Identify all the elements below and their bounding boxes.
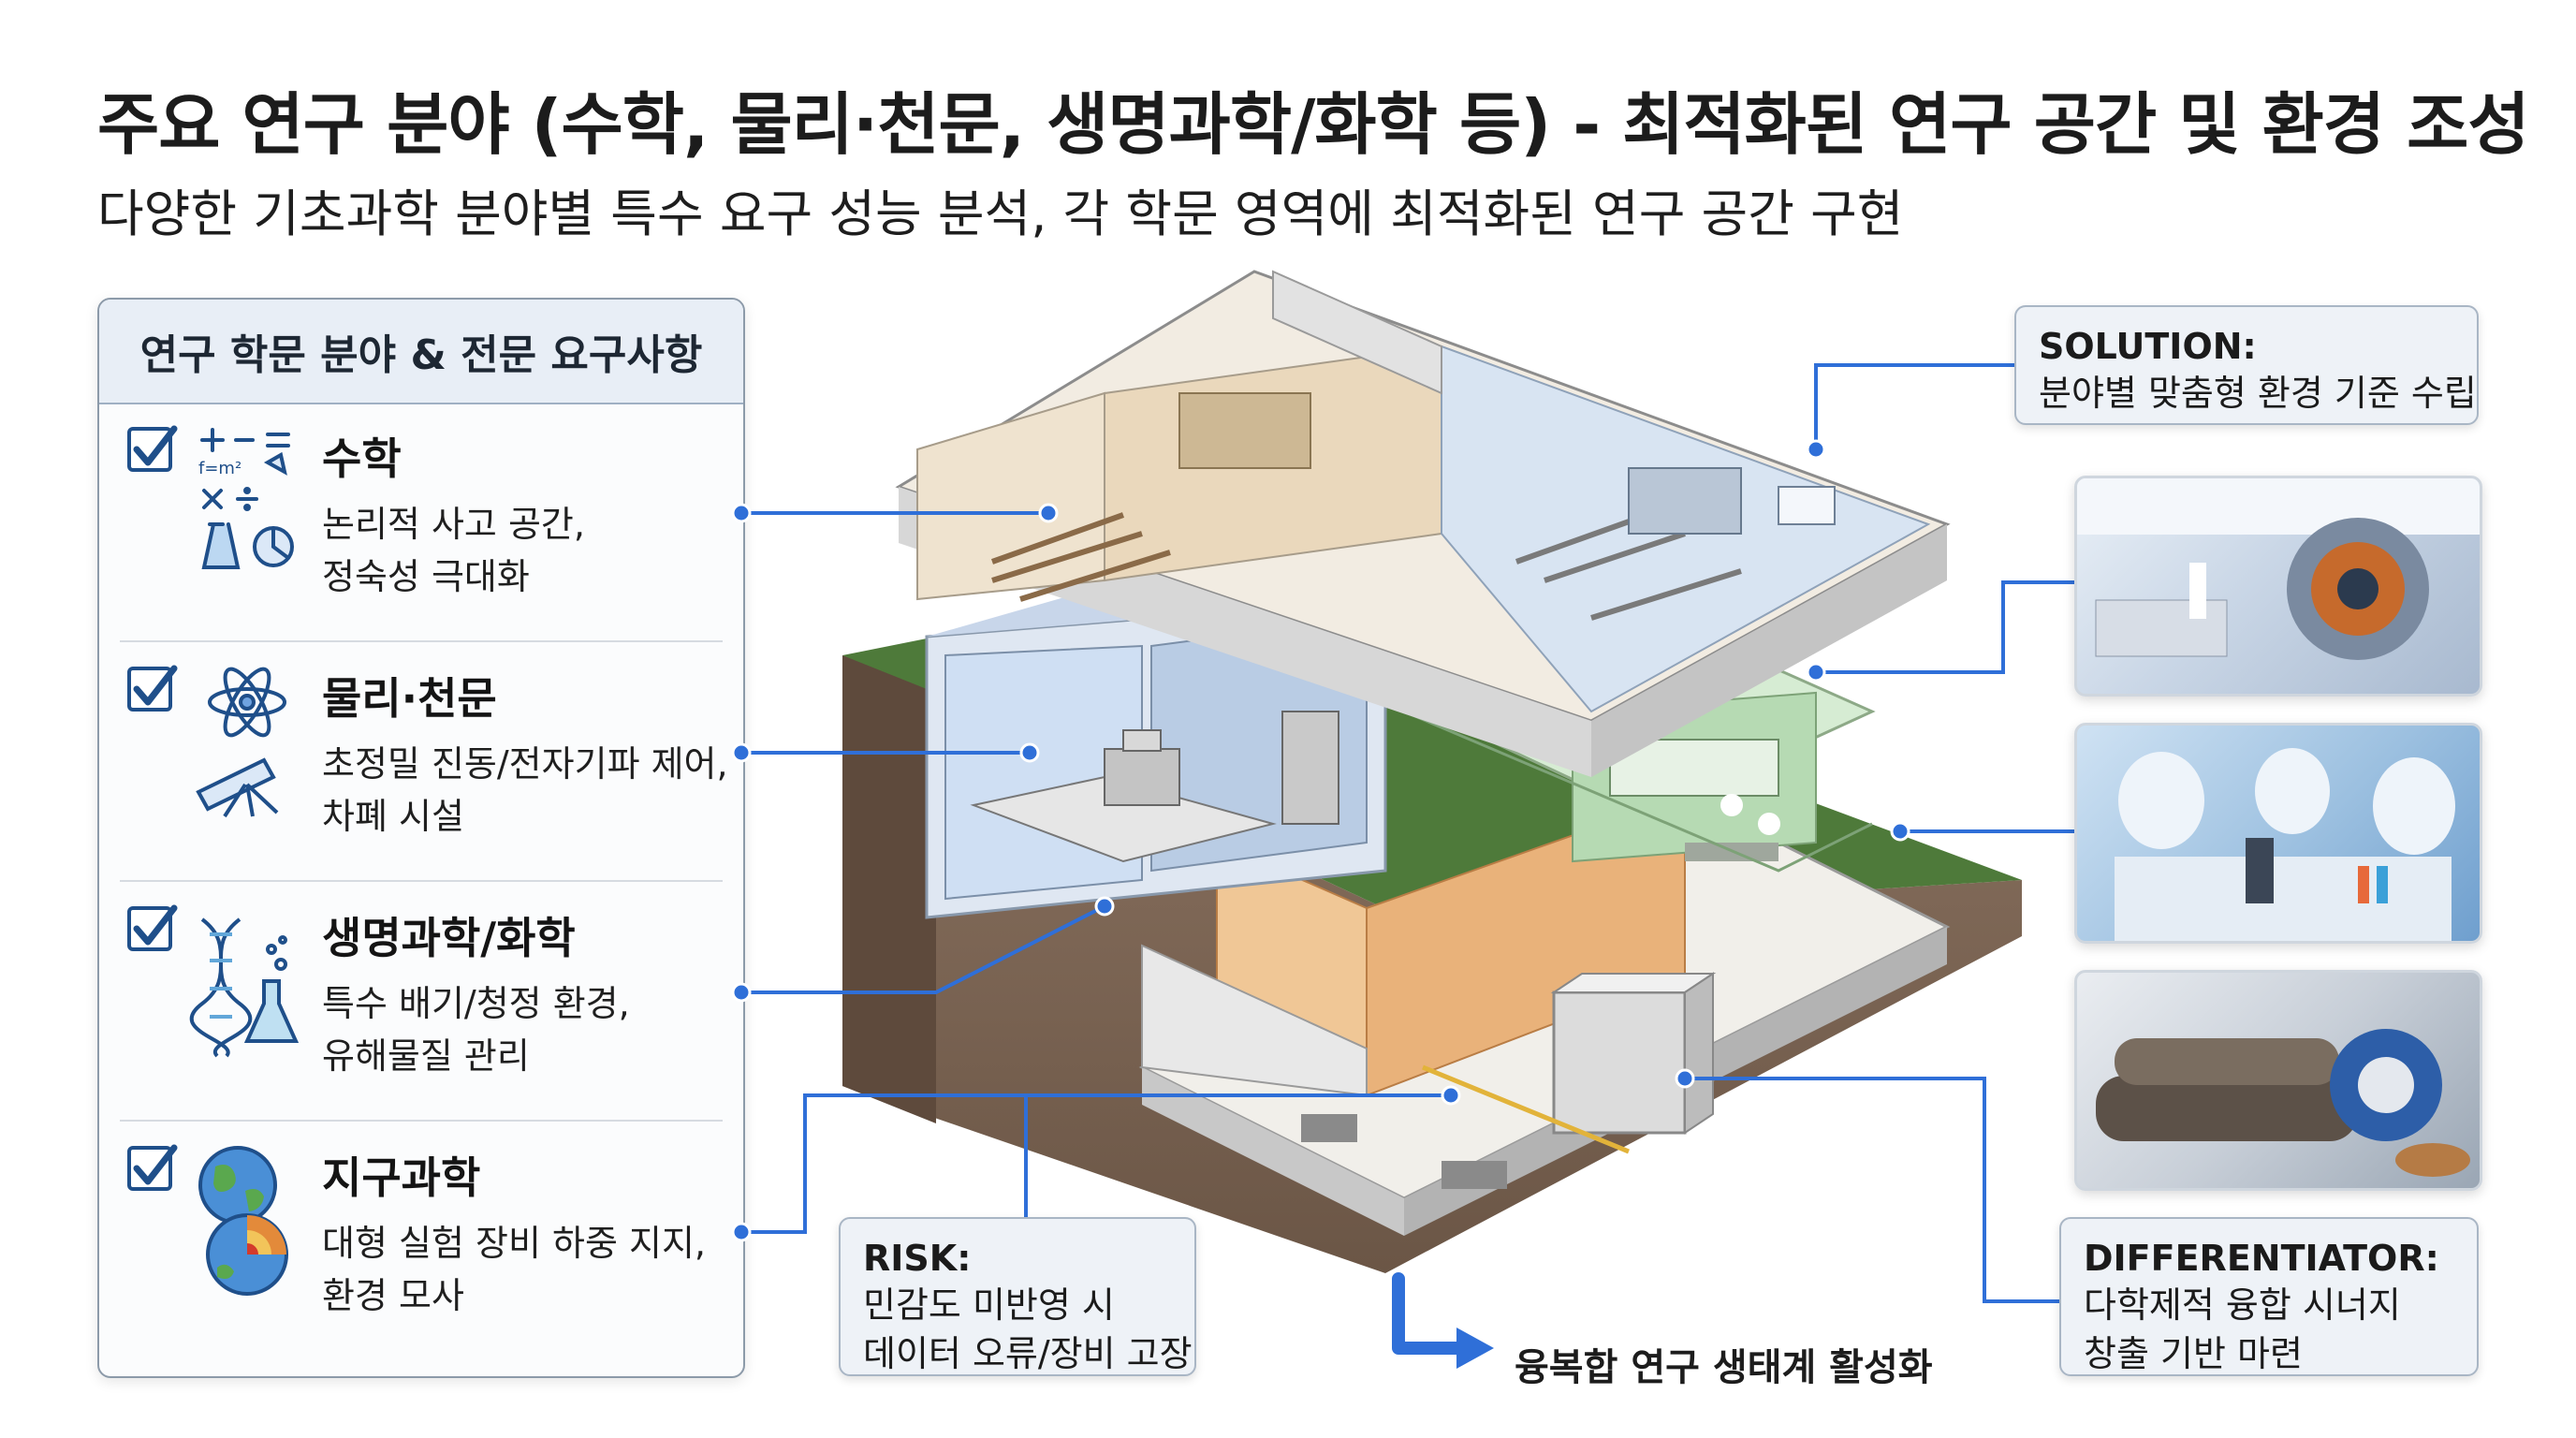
field-physics-astronomy: 물리·천문 초정밀 진동/전자기파 제어,차폐 시설 xyxy=(99,642,743,882)
math-symbols-icon: f=m² xyxy=(198,428,294,569)
panel-title: 연구 학문 분야 & 전문 요구사항 xyxy=(99,300,743,404)
solution-callout: SOLUTION: 분야별 맞춤형 환경 기준 수립 xyxy=(2014,305,2479,425)
checkbox-icon xyxy=(127,1144,178,1191)
field-earth-science: 지구과학 대형 실험 장비 하중 지지,환경 모사 xyxy=(99,1122,743,1361)
divider xyxy=(120,1120,723,1122)
dna-flask-icon xyxy=(189,917,300,1058)
field-description: 논리적 사고 공간,정숙성 극대화 xyxy=(322,504,585,597)
field-math: f=m² 수학 논리적 사고 공간,정숙성 극대화 xyxy=(99,403,743,642)
globe-earth-layers-icon xyxy=(198,1146,288,1296)
field-name: 지구과학 xyxy=(322,1152,481,1203)
svg-text:f=m²: f=m² xyxy=(198,459,242,478)
field-name: 생명과학/화학 xyxy=(322,913,576,963)
page-subtitle: 다양한 기초과학 분야별 특수 요구 성능 분석, 각 학문 영역에 최적화된 … xyxy=(97,184,1904,243)
field-description: 특수 배기/청정 환경,유해물질 관리 xyxy=(322,983,630,1077)
field-description: 대형 실험 장비 하중 지지,환경 모사 xyxy=(322,1223,706,1316)
earth-science-core-photo xyxy=(2074,970,2482,1191)
field-name: 수학 xyxy=(322,433,402,484)
checkbox-icon xyxy=(127,425,178,472)
biology-lab-photo xyxy=(2074,723,2482,944)
connector-dots xyxy=(731,439,1910,1242)
page-title: 주요 연구 분야 (수학, 물리·천문, 생명과학/화학 등) - 최적화된 연… xyxy=(97,85,2530,164)
field-life-science-chemistry: 생명과학/화학 특수 배기/청정 환경,유해물질 관리 xyxy=(99,882,743,1122)
physics-cleanroom-photo xyxy=(2074,476,2482,697)
atom-telescope-icon xyxy=(196,667,286,818)
research-fields-panel: 연구 학문 분야 & 전문 요구사항 f=m² 수학 논리적 사고 공간,정숙성… xyxy=(97,298,745,1378)
field-name: 물리·천문 xyxy=(322,673,497,724)
divider xyxy=(120,640,723,642)
divider xyxy=(120,880,723,882)
differentiator-callout: DIFFERENTIATOR: 다학제적 융합 시너지 창출 기반 마련 xyxy=(2059,1217,2479,1376)
convergence-ecosystem-label: 융복합 연구 생태계 활성화 xyxy=(1515,1346,1933,1389)
checkbox-icon xyxy=(127,904,178,951)
connector-lines xyxy=(741,363,2074,1303)
mathematics-floor xyxy=(895,270,1951,777)
checkbox-icon xyxy=(127,665,178,712)
risk-callout: RISK: 민감도 미반영 시 데이터 오류/장비 고장 xyxy=(839,1217,1196,1376)
blue-arrow-icon xyxy=(1392,1272,1494,1369)
field-description: 초정밀 진동/전자기파 제어,차폐 시설 xyxy=(322,743,728,837)
